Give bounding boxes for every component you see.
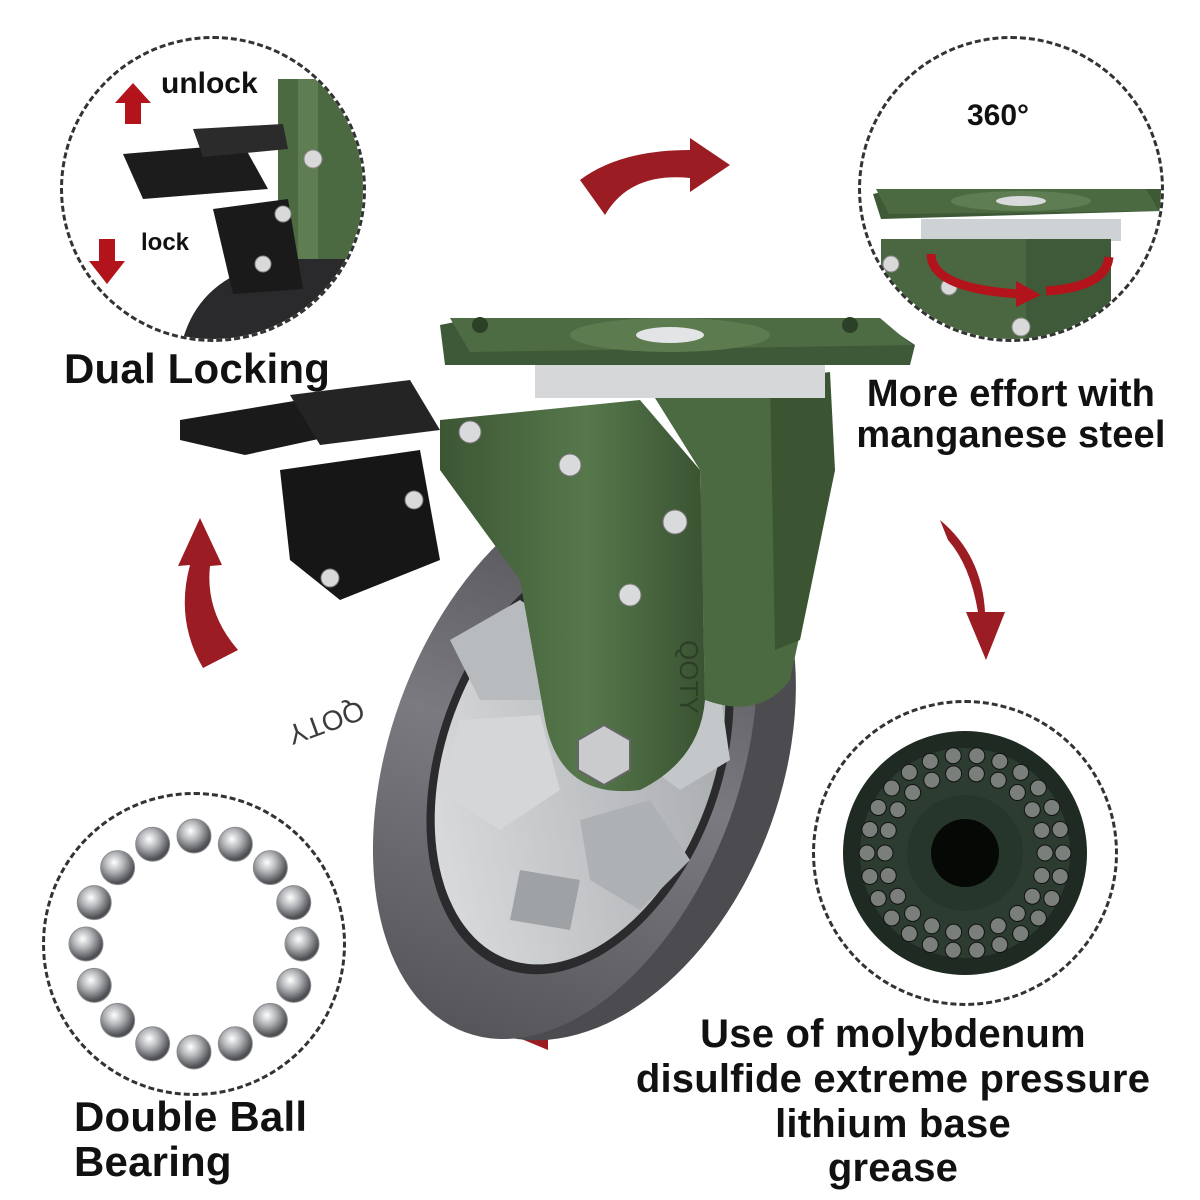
bearing-ball <box>68 926 104 962</box>
bearing-detail-circle <box>42 792 346 1096</box>
swivel-caption-line2: manganese steel <box>856 414 1166 457</box>
grease-caption-line4: grease <box>827 1146 959 1191</box>
swivel-caption-line1: More effort with <box>866 373 1156 415</box>
greased-bearing-ball <box>900 763 918 781</box>
greased-bearing-ball <box>858 844 876 862</box>
greased-bearing-ball <box>1008 784 1026 802</box>
greased-bearing-ball <box>921 936 939 954</box>
grease-caption-line2: disulfide extreme pressure <box>635 1056 1151 1101</box>
greased-bearing-ball <box>1036 844 1054 862</box>
greased-bearing-ball <box>1043 798 1061 816</box>
greased-bearing-ball <box>945 923 963 941</box>
greased-bearing-ball <box>861 867 879 885</box>
lock-label: lock <box>141 229 190 256</box>
dual-locking-title: Dual Locking <box>64 345 331 392</box>
fork-brand-mark: QOTY <box>674 640 704 714</box>
brake-pedal <box>180 380 440 600</box>
grease-caption-line1: Use of molybdenum <box>700 1012 1086 1056</box>
bearing-ball <box>252 1002 288 1038</box>
swivel-caption: More effort with manganese steel <box>846 373 1176 457</box>
grease-detail-circle <box>812 700 1118 1006</box>
bearing-ball <box>217 826 253 862</box>
caster-fork <box>440 370 835 792</box>
tire-brand-mark: QOTY <box>283 694 368 750</box>
greased-bearing-ball <box>889 801 907 819</box>
greased-bearing-ball <box>944 941 962 959</box>
greased-bearing-ball <box>991 752 1009 770</box>
greased-bearing-ball <box>869 798 887 816</box>
greased-bearing-ball <box>991 936 1009 954</box>
bearing-ball <box>276 967 312 1003</box>
bearing-ball <box>135 1026 171 1062</box>
greased-bearing-ball <box>876 844 894 862</box>
greased-bearing-ball <box>1051 867 1069 885</box>
grease-caption-line3: lithium base <box>775 1101 1011 1146</box>
greased-bearing-ball <box>1051 821 1069 839</box>
greased-bearing-ball <box>989 771 1007 789</box>
greased-bearing-ball <box>923 771 941 789</box>
bearing-ball <box>217 1026 253 1062</box>
rotation-arrow-icon <box>926 253 1114 307</box>
greased-bearing-ball <box>869 890 887 908</box>
greased-bearing-ball <box>879 821 897 839</box>
bearing-ball <box>76 885 112 921</box>
greased-bearing-ball <box>1012 763 1030 781</box>
greased-bearing-ball <box>1033 821 1051 839</box>
greased-bearing-ball <box>883 909 901 927</box>
greased-bearing-ball <box>944 747 962 765</box>
greased-bearing-ball <box>879 867 897 885</box>
bearing-ball <box>76 967 112 1003</box>
greased-bearing-ball <box>967 765 985 783</box>
greased-bearing-ball <box>883 779 901 797</box>
swivel-top-plate <box>440 317 915 398</box>
greased-bearing-ball <box>989 917 1007 935</box>
greased-bearing-ball <box>889 887 907 905</box>
bearing-caption-line2: Bearing <box>74 1138 232 1186</box>
greased-bearing-ball <box>921 752 939 770</box>
bearing-caption: Double Ball Bearing <box>74 1094 307 1185</box>
bearing-ball <box>100 850 136 886</box>
bearing-ball <box>284 926 320 962</box>
unlock-label: unlock <box>161 67 258 100</box>
greased-bearing-ball <box>1008 904 1026 922</box>
greased-bearing-ball <box>1023 801 1041 819</box>
bearing-ball <box>100 1002 136 1038</box>
greased-bearing-ball <box>1012 925 1030 943</box>
bearing-caption-line1: Double Ball <box>74 1093 308 1140</box>
greased-bearing-ball <box>1023 887 1041 905</box>
bearing-ball <box>176 1034 212 1070</box>
swivel-plate-closeup-illustration <box>873 189 1161 339</box>
greased-bearing-ball <box>968 747 986 765</box>
greased-bearing-ball <box>904 904 922 922</box>
bearing-ball <box>276 885 312 921</box>
greased-bearing-ball <box>1029 909 1047 927</box>
greased-bearing-ball <box>1033 867 1051 885</box>
greased-bearing-ball <box>967 923 985 941</box>
bearing-ball <box>252 850 288 886</box>
greased-bearing-ball <box>968 941 986 959</box>
greased-bearing-ball <box>904 784 922 802</box>
greased-bearing-closeup-illustration <box>843 731 1087 975</box>
up-arrow-icon <box>115 83 151 124</box>
greased-bearing-ball <box>1054 844 1072 862</box>
bearing-ball <box>135 826 171 862</box>
degree-label: 360° <box>967 99 1030 132</box>
greased-bearing-ball <box>900 925 918 943</box>
down-arrow-icon <box>89 239 125 284</box>
grease-caption: Use of molybdenum disulfide extreme pres… <box>590 1012 1196 1191</box>
greased-bearing-ball <box>945 765 963 783</box>
swivel-detail-circle: 360° <box>858 36 1164 342</box>
greased-bearing-ball <box>1029 779 1047 797</box>
bearing-ball <box>176 818 212 854</box>
greased-bearing-ball <box>861 821 879 839</box>
greased-bearing-ball <box>923 917 941 935</box>
greased-bearing-ball <box>1043 890 1061 908</box>
ball-bearing-ring-illustration <box>68 818 320 1070</box>
